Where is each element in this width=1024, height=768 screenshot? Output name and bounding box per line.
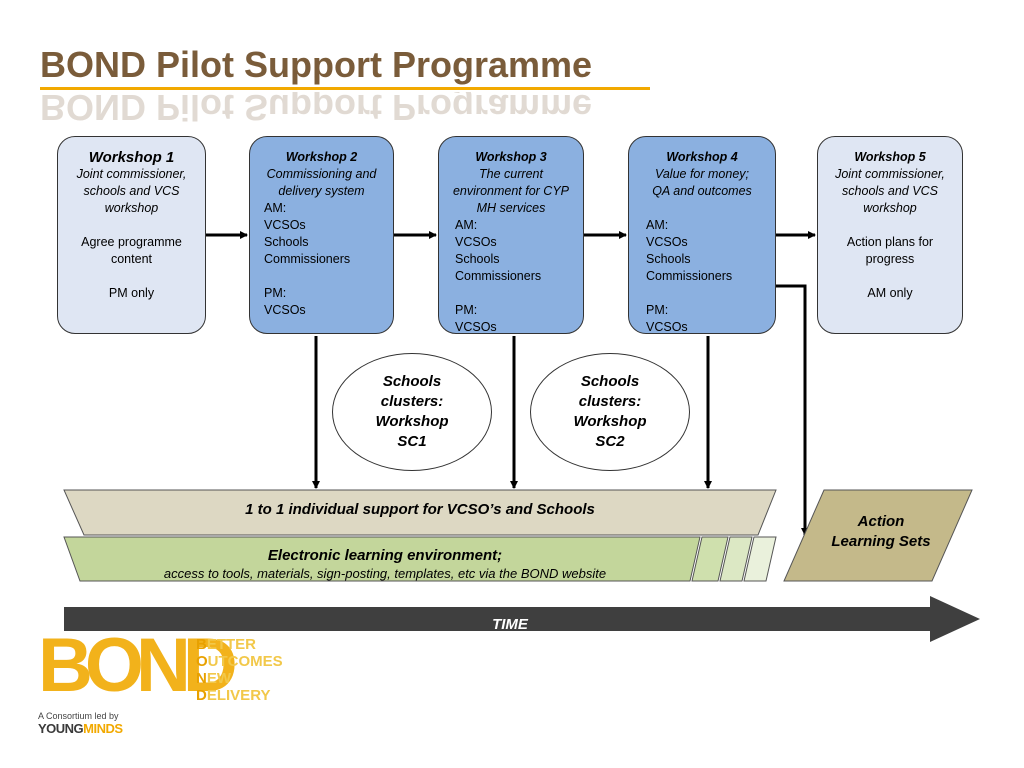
workshop-2-box: Workshop 2 Commissioning and delivery sy… [249, 136, 394, 334]
workshop-description: Commissioning and delivery system [266, 167, 377, 198]
workshop-content: AM: VCSOs Schools Commissioners PM: VCSO… [264, 201, 351, 317]
workshop-title: Workshop 5 [854, 150, 926, 164]
cluster-sc1: Schools clusters: Workshop SC1 [332, 353, 492, 471]
elearning-fade-2 [719, 536, 753, 582]
cluster-label: Schools clusters: Workshop SC2 [573, 373, 647, 450]
workshop-title: Workshop 2 [285, 150, 358, 164]
bond-logo: BOND [38, 623, 238, 708]
individual-support-label: 1 to 1 individual support for VCSO’s and… [245, 501, 595, 518]
workshop-title: Workshop 1 [88, 149, 175, 166]
youngminds-logo: YOUNGMINDS [38, 721, 123, 736]
workshop-1-box: Workshop 1 Joint commissioner, schools a… [57, 136, 206, 334]
workshop-content: AM: VCSOs Schools Commissioners PM: VCSO… [646, 218, 733, 334]
workshop-description: Value for money; QA and outcomes [652, 167, 752, 198]
workshop-description: The current environment for CYP MH servi… [452, 167, 570, 215]
action-learning-shape [783, 489, 973, 582]
workshop-content: Action plans for progress AM only [846, 235, 934, 300]
workshop-3-box: Workshop 3 The current environment for C… [438, 136, 584, 334]
elearning-detail: access to tools, materials, sign-posting… [163, 566, 607, 581]
workshop-content: Agree programme content PM only [81, 235, 182, 300]
bond-tagline: BETTER OUTCOMES NEW DELIVERY [196, 636, 283, 704]
elearning-fade-3 [743, 536, 777, 582]
cluster-sc2: Schools clusters: Workshop SC2 [530, 353, 690, 471]
time-label: TIME [492, 616, 528, 633]
workshop-title: Workshop 4 [666, 150, 738, 164]
time-arrow [64, 596, 980, 642]
title-underline [40, 87, 650, 90]
workshop-description: Joint commissioner, schools and VCS work… [835, 167, 945, 215]
elearning-text: Electronic learning environment; access … [110, 547, 660, 583]
page-title: BOND Pilot Support Programme [40, 44, 593, 85]
action-learning-label: Action Learning Sets [831, 513, 931, 550]
workshop-5-box: Workshop 5 Joint commissioner, schools a… [817, 136, 963, 334]
workshop-4-box: Workshop 4 Value for money; QA and outco… [628, 136, 776, 334]
elearning-heading: Electronic learning environment; [267, 547, 503, 564]
cluster-label: Schools clusters: Workshop SC1 [375, 373, 449, 450]
workshop-content: AM: VCSOs Schools Commissioners PM: VCSO… [455, 218, 542, 334]
workshop-description: Joint commissioner, schools and VCS work… [76, 167, 187, 215]
elearning-fade-1 [691, 536, 729, 582]
elearning-band [63, 536, 701, 582]
individual-support-band [63, 489, 777, 536]
arrow-ws4-action-sets [776, 284, 809, 536]
consortium-text: A Consortium led by [38, 711, 119, 721]
workshop-title: Workshop 3 [475, 150, 547, 164]
